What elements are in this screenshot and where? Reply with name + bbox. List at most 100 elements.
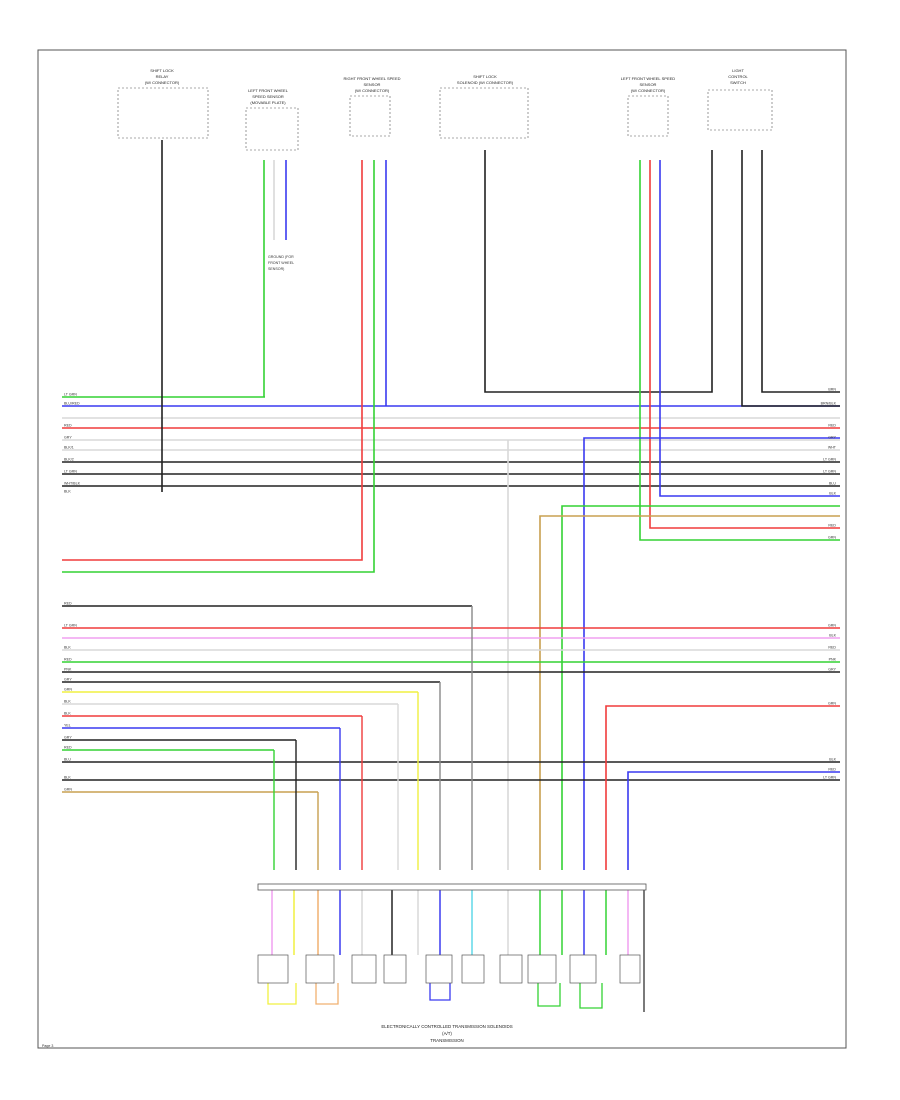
loop-green-2	[579, 983, 603, 1009]
right-wire-label: GRY	[828, 668, 836, 672]
right-wire-label: RED	[828, 646, 836, 650]
right-blue-drop	[627, 771, 840, 870]
right-wire-label: LT GRN	[823, 458, 836, 462]
right-wire-label: BLK	[829, 492, 836, 496]
right-wire-label: BLK	[829, 758, 836, 762]
top-component-4-line-1: SHIFT LOCK	[473, 74, 497, 79]
top-component-5-line-1: LEFT FRONT WHEEL SPEED	[621, 76, 675, 81]
left-wire-label: BLK	[64, 490, 71, 494]
solenoid-7	[499, 954, 523, 984]
left-wire-label: BLK/2	[64, 458, 74, 462]
top-component-6-line-1: LIGHT	[732, 68, 744, 73]
left-wire-label: YEL	[64, 724, 71, 728]
loop-green-1	[537, 983, 561, 1007]
left-wire-label: BLU/RED	[64, 402, 80, 406]
solenoid-4	[383, 954, 407, 984]
lf2-red	[649, 160, 840, 529]
top-component-1-line-3: (W/ CONNECTOR)	[145, 80, 180, 85]
left-wire-label: GRN	[64, 788, 72, 792]
top-component-4-line-2: SOLENOID (W/ CONNECTOR)	[457, 80, 514, 85]
right-wire-label: BLU	[829, 482, 836, 486]
shift-solenoid-black	[484, 150, 713, 393]
lf2-blue	[659, 160, 840, 497]
solenoid-6	[461, 954, 485, 984]
lf2-green	[639, 160, 840, 541]
right-wire-label: RED	[828, 524, 836, 528]
left-wire-label: LT GRN	[64, 624, 77, 628]
solenoid-1	[257, 954, 289, 984]
ground-note-line-2: FRONT WHEEL	[268, 261, 294, 265]
left-wire-label: GRN	[64, 688, 72, 692]
loop-yellow	[267, 983, 297, 1005]
top-component-box-2	[245, 107, 299, 151]
solenoid-9	[569, 954, 597, 984]
right-wire-label: LT GRN	[823, 470, 836, 474]
left-wire-label: BLK	[64, 646, 71, 650]
solenoid-3	[351, 954, 377, 984]
top-component-box-3	[349, 95, 391, 137]
left-wire-label: LT GRN	[64, 393, 77, 397]
transmission-connector	[257, 883, 647, 891]
top-component-3-line-1: RIGHT FRONT WHEEL SPEED	[343, 76, 400, 81]
solenoid-2	[305, 954, 335, 984]
top-component-6-line-3: SWITCH	[730, 80, 746, 85]
left-wire-label: RED	[64, 602, 72, 606]
top-component-3-line-2: SENSOR	[364, 82, 381, 87]
wires-layer	[62, 140, 840, 1012]
light-switch-black-1	[741, 150, 840, 407]
left-wire-label: PNK	[64, 668, 72, 672]
left-wire-label: LT GRN	[64, 470, 77, 474]
right-red-drop	[605, 705, 840, 870]
right-wire-label: GRN	[828, 536, 836, 540]
top-component-6-line-2: CONTROL	[728, 74, 748, 79]
right-wire-label: GRN	[828, 624, 836, 628]
left-wire-label: BLU	[64, 758, 71, 762]
left-wire-label: RED	[64, 424, 72, 428]
left-wire-label: BLK/1	[64, 446, 74, 450]
left-wire-label: GRY	[64, 436, 72, 440]
left-wire-label: GRY	[64, 678, 72, 682]
top-component-1-line-2: RELAY	[156, 74, 169, 79]
top-component-2-line-3: (MOVABLE PLATE)	[250, 100, 286, 105]
top-component-3-line-3: (W/ CONNECTOR)	[355, 88, 390, 93]
top-component-5-line-3: (W/ CONNECTOR)	[631, 88, 666, 93]
right-brown-down	[539, 515, 840, 870]
top-component-box-5	[627, 95, 669, 137]
left-wire-label: BLK	[64, 776, 71, 780]
top-component-5-line-2: SENSOR	[640, 82, 657, 87]
page-reference: Page 3	[42, 1044, 53, 1048]
solenoid-5	[425, 954, 453, 984]
solenoid-10	[619, 954, 641, 984]
right-wire-label: BLK	[829, 634, 836, 638]
left-wire-label: WHT/BLK	[64, 482, 81, 486]
right-wire-label: LT GRN	[823, 776, 836, 780]
top-component-2-line-2: SPEED SENSOR	[252, 94, 284, 99]
top-component-box-1	[117, 87, 209, 139]
component-caption-line-2: (A/T)	[442, 1031, 452, 1036]
diagram-frame	[37, 49, 847, 1049]
right-wire-label: GRY	[828, 436, 836, 440]
top-component-box-6	[707, 89, 773, 131]
right-wire-label: BRN/BLK	[821, 402, 837, 406]
right-wire-label: PNK	[829, 658, 837, 662]
loop-blue	[429, 983, 451, 1001]
right-blue-down	[583, 437, 840, 870]
left-wire-label: GRY	[64, 736, 72, 740]
solenoid-8	[527, 954, 557, 984]
left-wire-label: BLK	[64, 700, 71, 704]
rf-sensor-red	[62, 160, 363, 561]
right-green-down	[561, 505, 840, 870]
left-wire-label: BLK	[64, 712, 71, 716]
right-wire-label: BRN	[828, 388, 836, 392]
ground-note-line-3: SENSOR)	[268, 267, 284, 271]
right-wire-label: RED	[828, 768, 836, 772]
loop-orange	[315, 983, 339, 1005]
top-component-1-line-1: SHIFT LOCK	[150, 68, 174, 73]
component-layer	[117, 87, 773, 984]
right-wire-label: WHT	[828, 446, 837, 450]
left-wire-label: RED	[64, 658, 72, 662]
rf-sensor-green	[62, 160, 375, 573]
ground-note-line-1: GROUND (FOR	[268, 255, 294, 259]
